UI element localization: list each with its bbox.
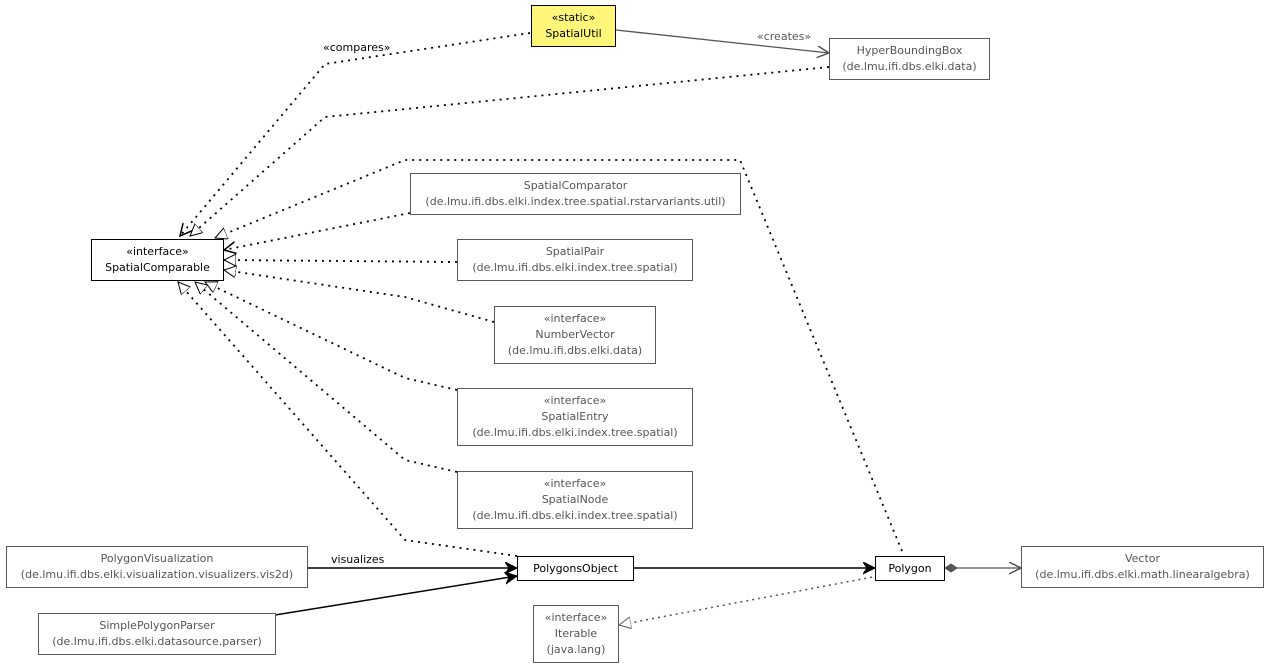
edge-realization-spatialpair bbox=[224, 260, 458, 262]
edge-realization-hyperboundingbox bbox=[190, 66, 830, 236]
class-name: SpatialComparable bbox=[105, 261, 210, 274]
edge-creates bbox=[615, 29, 829, 53]
class-spatialcomparator[interactable]: SpatialComparator (de.lmu.ifi.dbs.elki.i… bbox=[410, 173, 741, 215]
edge-parser-creates bbox=[274, 576, 517, 616]
class-name: PolygonsObject bbox=[533, 561, 618, 575]
class-package: (de.lmu.ifi.dbs.elki.index.tree.spatial) bbox=[472, 509, 678, 522]
edge-realization-numbervector bbox=[224, 270, 495, 323]
class-name: NumberVector bbox=[535, 328, 615, 341]
class-stereotype: «interface» bbox=[126, 245, 189, 258]
class-hyperboundingbox[interactable]: HyperBoundingBox (de.lmu.ifi.dbs.elki.da… bbox=[829, 38, 990, 80]
label-visualizes: visualizes bbox=[331, 553, 385, 566]
edge-dependency-spatialcomparator bbox=[224, 212, 411, 250]
label-creates: «creates» bbox=[757, 30, 812, 43]
class-package: (de.lmu.ifi.dbs.elki.datasource.parser) bbox=[52, 635, 262, 648]
class-spatialnode[interactable]: «interface» SpatialNode (de.lmu.ifi.dbs.… bbox=[457, 471, 693, 529]
class-package: (de.lmu.ifi.dbs.elki.index.tree.spatial) bbox=[472, 261, 678, 274]
class-simplepolygonparser[interactable]: SimplePolygonParser (de.lmu.ifi.dbs.elki… bbox=[38, 613, 276, 655]
class-polygonsobject[interactable]: PolygonsObject bbox=[517, 556, 634, 581]
class-package: (de.lmu.ifi.dbs.elki.index.tree.spatial) bbox=[472, 426, 678, 439]
class-name: SpatialPair bbox=[545, 245, 605, 258]
class-name: SpatialComparator bbox=[523, 179, 628, 192]
label-compares: «compares» bbox=[323, 41, 391, 54]
class-name: Polygon bbox=[888, 561, 932, 575]
edge-realization-polygon bbox=[215, 159, 903, 552]
class-spatialentry[interactable]: «interface» SpatialEntry (de.lmu.ifi.dbs… bbox=[457, 388, 693, 446]
edge-compares bbox=[180, 32, 531, 236]
class-iterable[interactable]: «interface» Iterable (java.lang) bbox=[533, 605, 619, 663]
class-name: Iterable bbox=[554, 627, 598, 640]
edge-realization-spatialnode bbox=[195, 282, 458, 473]
class-package: (de.lmu.ifi.dbs.elki.data) bbox=[842, 60, 977, 73]
edge-dependency-polygonsobject bbox=[178, 282, 518, 557]
class-stereotype: «interface» bbox=[544, 611, 608, 624]
class-numbervector[interactable]: «interface» NumberVector (de.lmu.ifi.dbs… bbox=[494, 306, 656, 364]
class-stereotype: «interface» bbox=[543, 312, 607, 325]
class-name: SpatialUtil bbox=[545, 27, 602, 40]
class-package: (de.lmu.ifi.dbs.elki.math.linearalgebra) bbox=[1035, 568, 1250, 581]
class-name: Vector bbox=[1124, 552, 1161, 565]
class-package: (de.lmu.ifi.dbs.elki.visualization.visua… bbox=[20, 568, 294, 581]
class-name: SpatialEntry bbox=[541, 410, 609, 423]
class-package: (de.lmu.ifi.dbs.elki.index.tree.spatial.… bbox=[425, 195, 726, 208]
class-name: SimplePolygonParser bbox=[99, 619, 215, 632]
class-name: SpatialNode bbox=[541, 493, 609, 506]
class-polygon[interactable]: Polygon bbox=[875, 556, 945, 581]
class-vector[interactable]: Vector (de.lmu.ifi.dbs.elki.math.lineara… bbox=[1021, 546, 1264, 588]
class-stereotype: «interface» bbox=[543, 394, 607, 407]
class-spatialutil[interactable]: «static» SpatialUtil bbox=[531, 5, 616, 47]
class-name: HyperBoundingBox bbox=[856, 44, 963, 57]
edge-realization-spatialentry bbox=[205, 281, 458, 391]
edge-realization-iterable bbox=[619, 575, 879, 625]
class-polygonvisualization[interactable]: PolygonVisualization (de.lmu.ifi.dbs.elk… bbox=[6, 546, 308, 588]
class-stereotype: «static» bbox=[551, 11, 596, 24]
class-spatialpair[interactable]: SpatialPair (de.lmu.ifi.dbs.elki.index.t… bbox=[457, 239, 693, 281]
class-spatialcomparable[interactable]: «interface» SpatialComparable bbox=[91, 239, 224, 281]
class-name: PolygonVisualization bbox=[100, 552, 214, 565]
class-package: (de.lmu.ifi.dbs.elki.data) bbox=[507, 344, 643, 357]
class-stereotype: «interface» bbox=[543, 477, 607, 490]
class-package: (java.lang) bbox=[546, 643, 606, 656]
